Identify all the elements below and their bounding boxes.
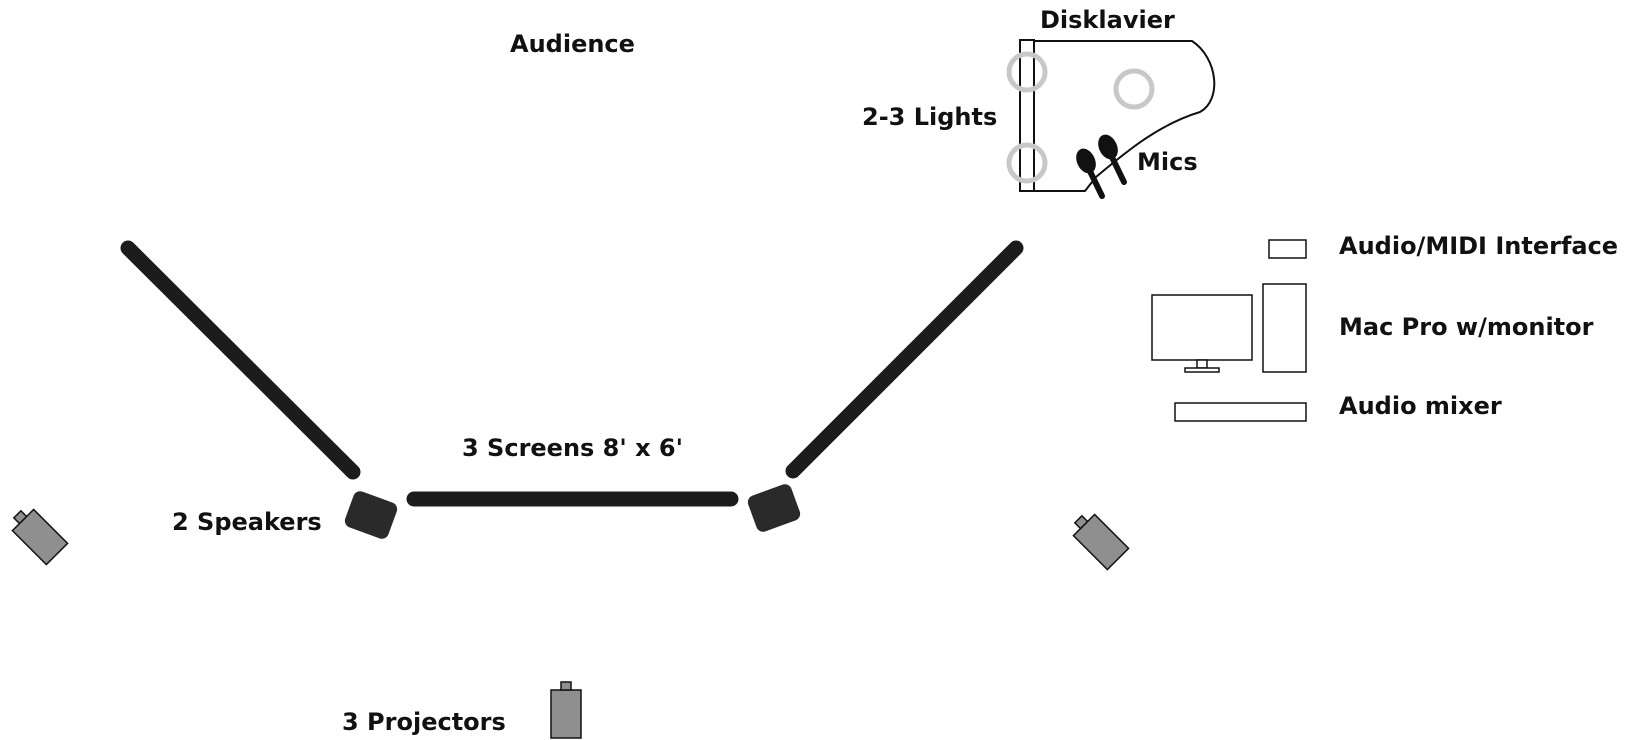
audio-mixer-box <box>1174 402 1307 422</box>
projectors-label: 3 Projectors <box>342 708 506 736</box>
speakers-group <box>344 484 801 539</box>
mics-label: Mics <box>1137 148 1198 176</box>
light-ring-icon <box>1113 68 1155 110</box>
audio-midi-interface-label: Audio/MIDI Interface <box>1339 232 1618 260</box>
speaker-icon <box>344 491 398 539</box>
projectors-group <box>11 508 1130 739</box>
lights-group <box>1006 51 1155 184</box>
disklavier-piano <box>1019 39 1216 192</box>
audio-midi-interface-box <box>1268 239 1307 259</box>
lights-label: 2-3 Lights <box>862 103 997 131</box>
screen-right <box>785 240 1024 479</box>
screens-label: 3 Screens 8' x 6' <box>462 434 683 462</box>
piano-keyboard-edge <box>1019 39 1035 192</box>
light-ring-icon <box>1006 51 1048 93</box>
screens-group <box>120 240 1024 507</box>
screen-left <box>120 240 361 480</box>
mac-pro-tower <box>1262 283 1307 373</box>
projector-icon <box>1072 513 1130 571</box>
light-ring-icon <box>1006 142 1048 184</box>
projector-icon <box>550 681 582 739</box>
microphone-icon <box>1098 134 1127 185</box>
speaker-icon <box>747 484 801 532</box>
speakers-label: 2 Speakers <box>172 508 322 536</box>
microphone-icon <box>1076 148 1105 199</box>
monitor-icon <box>1151 294 1253 373</box>
audio-mixer-label: Audio mixer <box>1339 392 1502 420</box>
audience-label: Audience <box>510 30 635 58</box>
projector-icon <box>11 508 69 566</box>
equipment-group <box>1151 239 1307 422</box>
disklavier-label: Disklavier <box>1040 6 1175 34</box>
mac-pro-label: Mac Pro w/monitor <box>1339 313 1594 341</box>
mics-group <box>1076 134 1127 199</box>
piano-body-outline <box>1034 40 1216 192</box>
